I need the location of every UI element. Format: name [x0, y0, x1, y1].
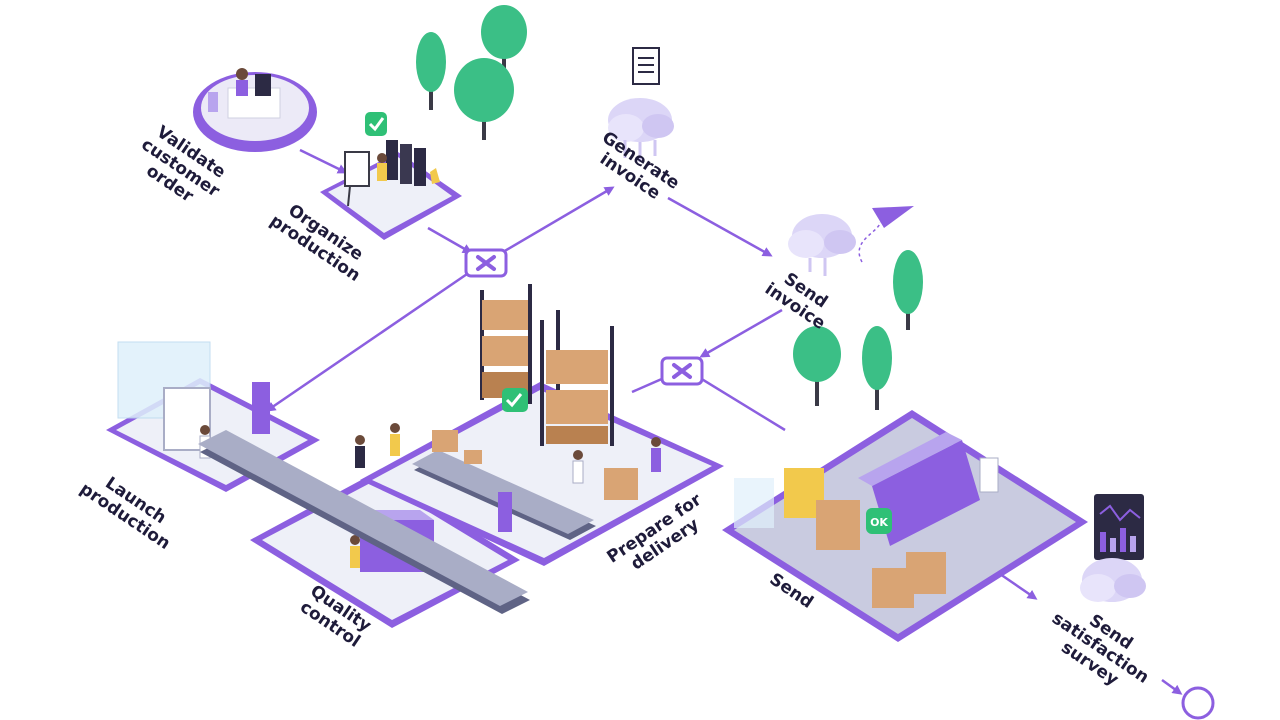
- flow-connectors: [265, 148, 1183, 695]
- connector-gateway-generate: [502, 186, 615, 254]
- connector-organize-gateway: [427, 226, 473, 254]
- connector-gateway-launch: [265, 270, 471, 412]
- ok-badge: OK: [870, 516, 888, 529]
- conveyor-belt: [198, 430, 530, 614]
- send-yard: OK: [722, 410, 1088, 642]
- warehouse-racks: [480, 284, 614, 446]
- packing-line: [355, 423, 661, 540]
- connector-gateway-send: [699, 376, 786, 432]
- connector-survey-end: [1161, 678, 1183, 695]
- end-event: [1181, 686, 1215, 720]
- gateway-top: [464, 248, 508, 278]
- connector-validate-organize: [299, 148, 348, 174]
- validate-order-desk: [193, 68, 317, 152]
- connector-send-survey: [999, 572, 1038, 600]
- connector-send-invoice-gateway: [699, 308, 783, 358]
- connector-generate-send-invoice: [667, 196, 773, 257]
- cloud-generate: [608, 47, 674, 162]
- trees-right: [793, 250, 923, 410]
- cloud-send-invoice: [788, 206, 914, 276]
- organize-platform: [320, 112, 462, 240]
- trees-top: [416, 5, 527, 140]
- survey-dashboard: [1080, 494, 1146, 602]
- prepare-platform: [360, 382, 724, 566]
- connector-prepare-gateway: [631, 376, 665, 394]
- gateway-right: [660, 356, 704, 386]
